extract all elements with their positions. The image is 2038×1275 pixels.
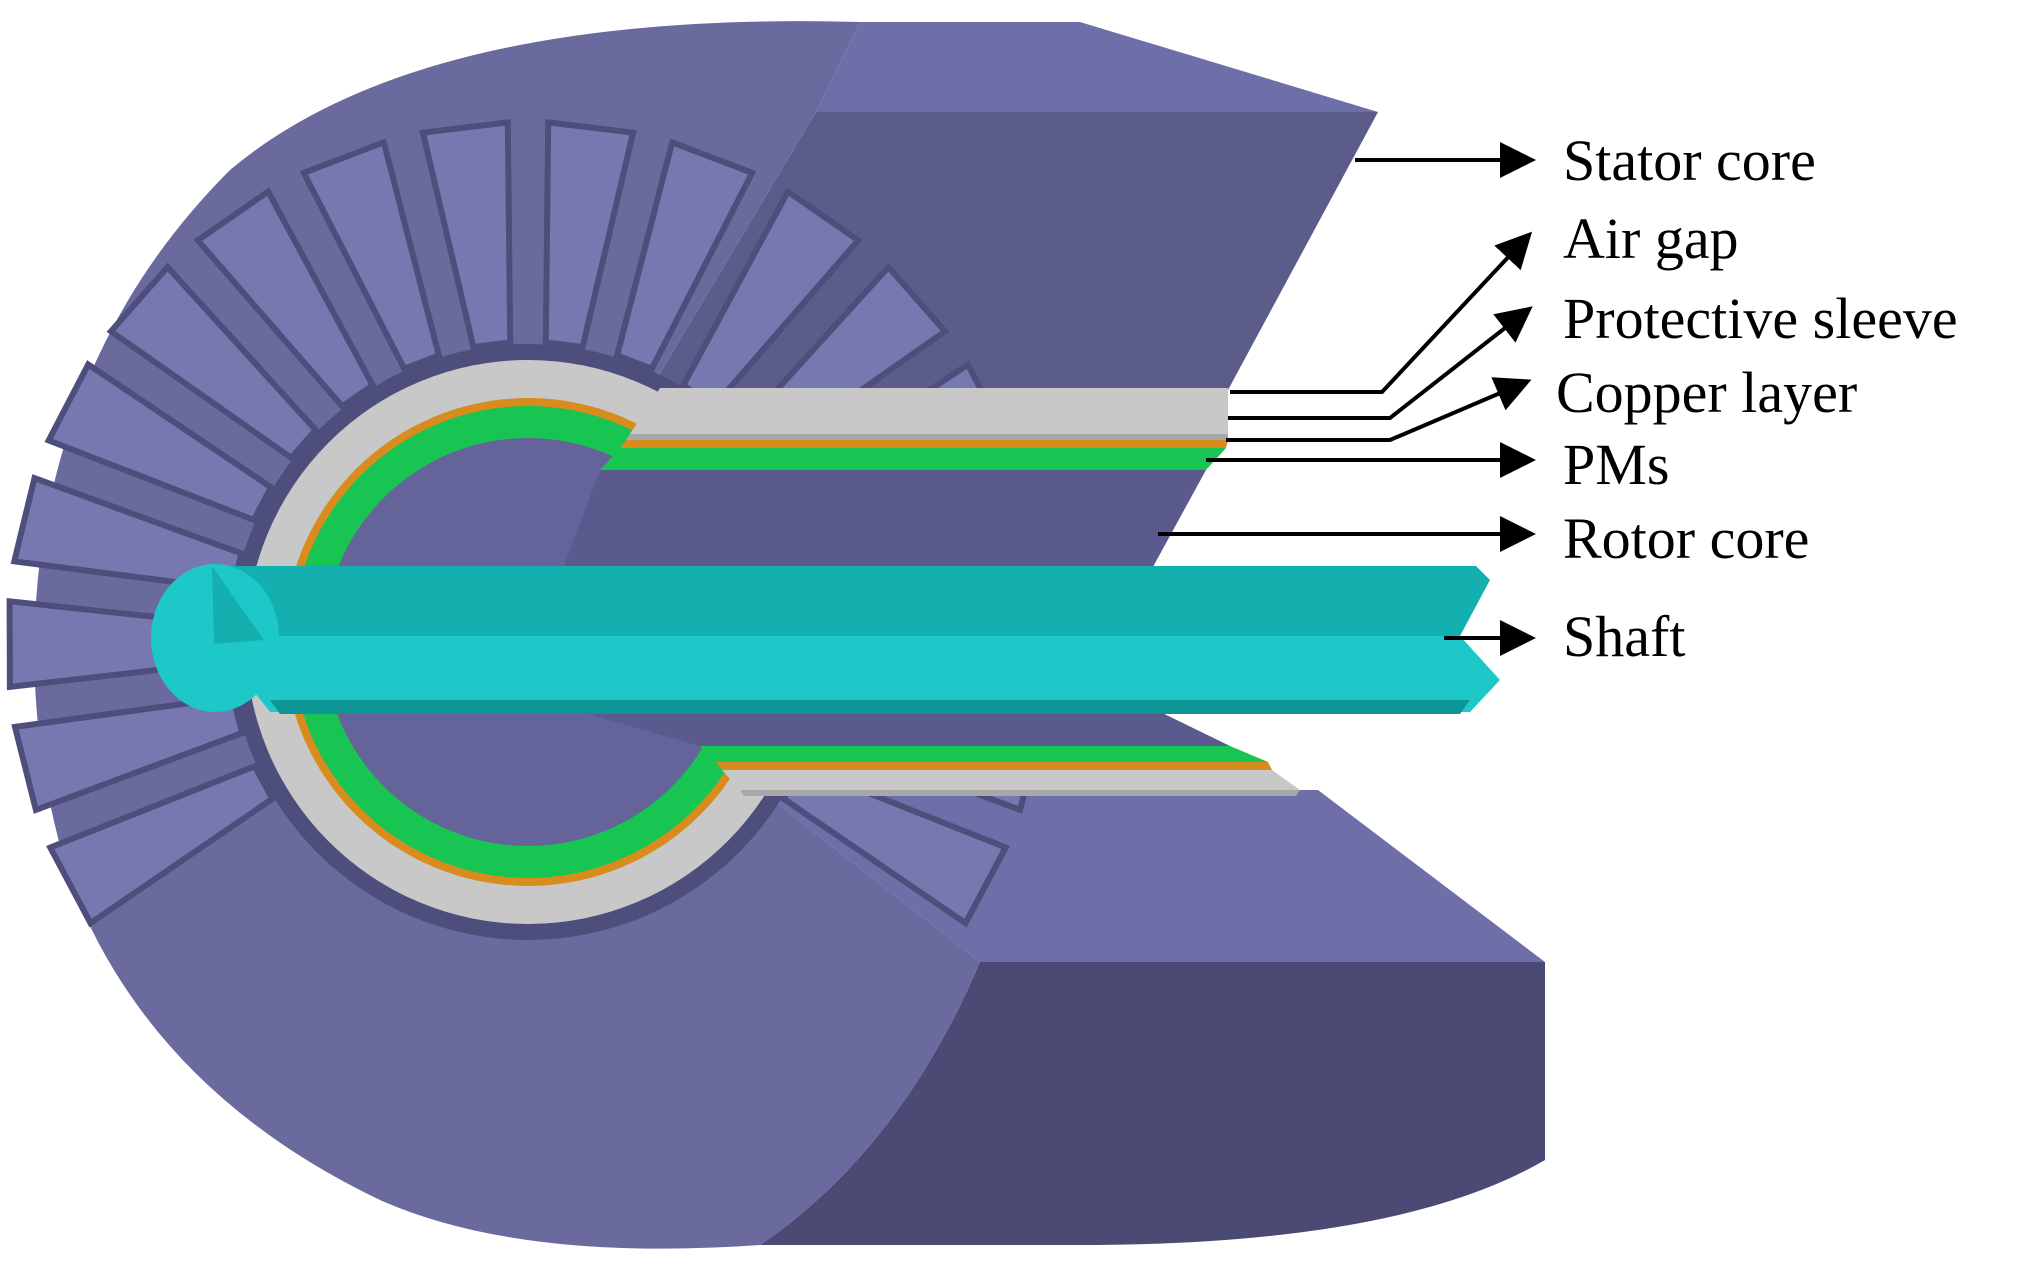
shaft-bottom-edge (270, 700, 1470, 714)
lower-copper-slab (716, 762, 1272, 770)
upper-sleeve-slab (630, 388, 1228, 434)
label-protective-sleeve: Protective sleeve (1563, 286, 1958, 351)
lower-sleeve-slab (722, 770, 1300, 790)
label-copper-layer: Copper layer (1556, 360, 1857, 425)
air-gap-leader (1230, 231, 1533, 394)
label-shaft: Shaft (1563, 604, 1685, 669)
stator-slot (542, 119, 637, 351)
stator-slot (46, 762, 277, 928)
lower-sleeve-edge (740, 790, 1300, 796)
shaft-end-divider (212, 566, 264, 644)
leader-lines (1158, 142, 1536, 656)
stator-upper-cut-face (650, 112, 1378, 390)
labels: Stator core Air gap Protective sleeve Co… (1556, 128, 1958, 669)
stator-top-surface (816, 22, 1378, 112)
shaft-bottom-face (210, 636, 1500, 712)
stator-slot (106, 262, 320, 462)
upper-pm-slab (600, 448, 1226, 470)
shaft-body (151, 564, 1500, 714)
stator-lower-side (760, 962, 1545, 1245)
upper-rotor-core-slab (560, 470, 1206, 576)
lower-rotor-core-slab (560, 706, 1230, 746)
protective-sleeve-leader (1228, 306, 1533, 420)
stator-slot (613, 138, 757, 373)
stator-slot (419, 119, 514, 351)
label-air-gap: Air gap (1563, 206, 1739, 271)
copper-layer-leader (1226, 377, 1532, 442)
label-pms: PMs (1563, 432, 1669, 497)
stator-slot (193, 187, 377, 411)
label-rotor-core: Rotor core (1563, 506, 1809, 571)
stator-slot (10, 474, 245, 593)
stator-slot (11, 693, 246, 814)
shaft-top-face (210, 566, 1490, 636)
stator-slot (44, 360, 275, 524)
label-stator-core: Stator core (1563, 128, 1816, 193)
upper-sleeve-edge (626, 434, 1228, 440)
stator-slot (299, 138, 443, 373)
lower-pm-slab (700, 746, 1268, 762)
upper-copper-slab (620, 440, 1228, 448)
